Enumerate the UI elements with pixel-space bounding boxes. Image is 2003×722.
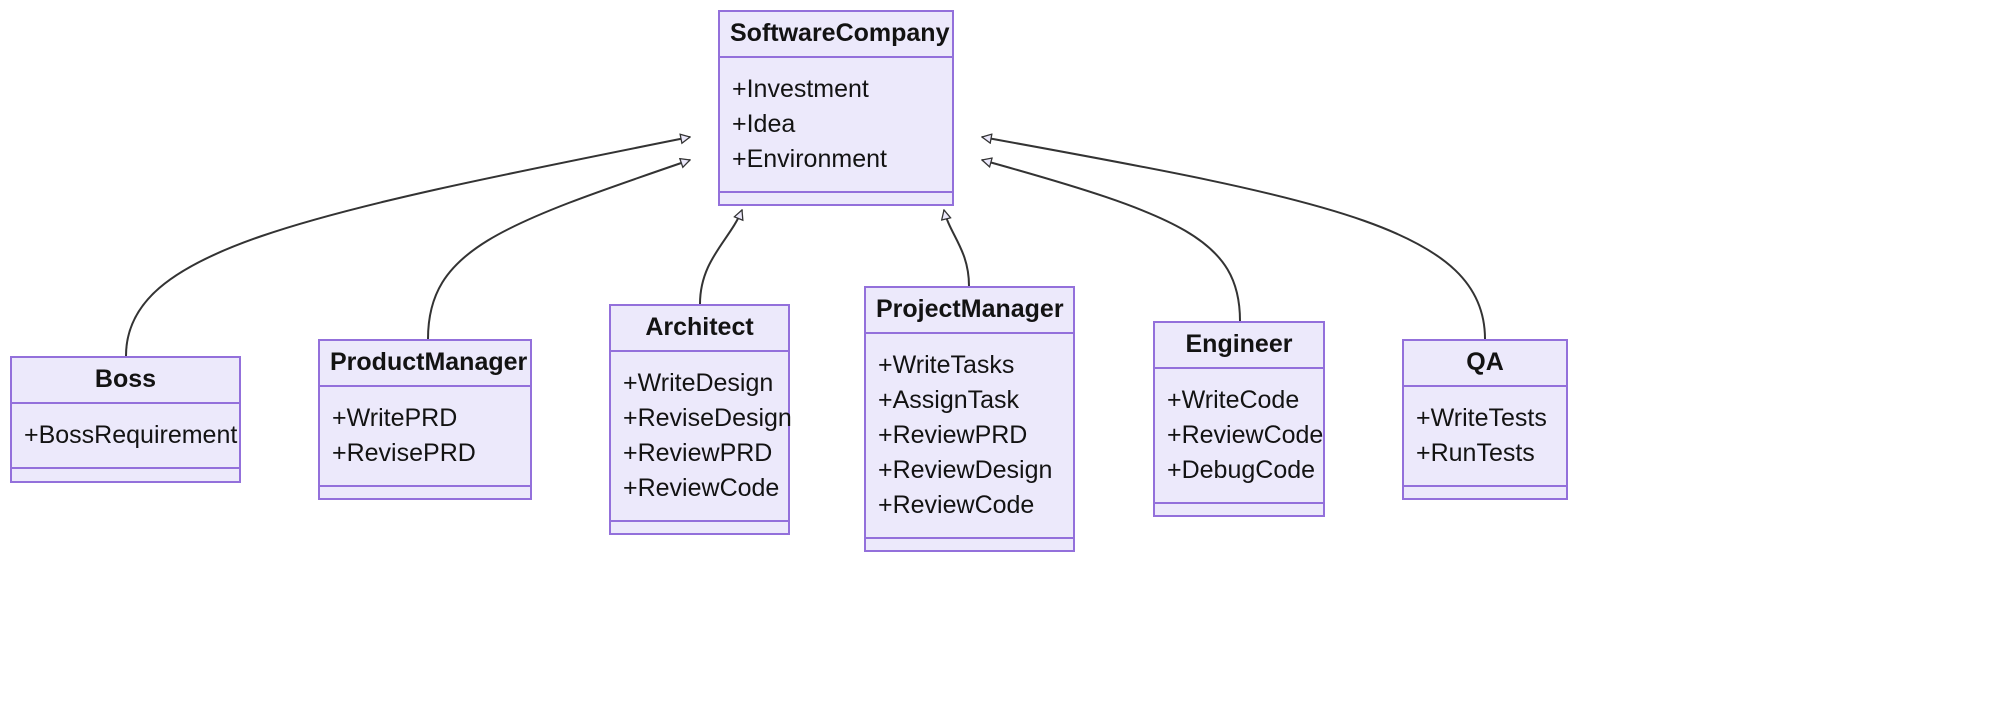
class-methods [611,522,788,540]
class-node-productmanager[interactable]: ProductManager +WritePRD +RevisePRD [318,339,532,500]
class-title: ProjectManager [866,288,1073,334]
inheritance-edge [699,210,742,305]
class-node-softwarecompany[interactable]: SoftwareCompany +Investment +Idea +Envir… [718,10,954,206]
class-methods [866,539,1073,557]
attribute-row: +ReviewPRD [878,421,1028,449]
class-attributes: +BossRequirement [12,404,239,469]
attribute-row: +ReviewDesign [878,456,1053,484]
class-node-boss[interactable]: Boss +BossRequirement [10,356,241,483]
class-methods [12,469,239,487]
class-methods [1155,504,1323,522]
attribute-row: +RevisePRD [332,439,476,467]
class-methods [720,193,952,211]
class-node-architect[interactable]: Architect +WriteDesign +ReviseDesign +Re… [609,304,792,535]
attribute-row: +AssignTask [878,386,1020,414]
attribute-row: +BossRequirement [24,421,238,449]
attribute-row: +Environment [732,145,887,173]
attribute-row: +RunTests [1416,439,1535,467]
attribute-row: +Idea [732,110,796,138]
attribute-row: +WriteDesign [623,369,774,397]
class-attributes: +WritePRD +RevisePRD [320,387,530,487]
attribute-row: +ReviewPRD [623,439,773,467]
class-attributes: +WriteDesign +ReviseDesign +ReviewPRD +R… [611,352,792,522]
attribute-row: +ReviseDesign [623,404,792,432]
class-node-engineer[interactable]: Engineer +WriteCode +ReviewCode +DebugCo… [1153,321,1325,517]
class-attributes: +WriteTasks +AssignTask +ReviewPRD +Revi… [866,334,1073,539]
class-attributes: +Investment +Idea +Environment [720,58,952,193]
class-attributes: +WriteTests +RunTests [1404,387,1566,487]
class-title: Architect [611,306,788,352]
attribute-row: +WriteTests [1416,404,1547,432]
class-methods [1404,487,1566,505]
class-node-projectmanager[interactable]: ProjectManager +WriteTasks +AssignTask +… [864,286,1075,552]
inheritance-edge [125,137,690,357]
class-title: QA [1404,341,1566,387]
class-attributes: +WriteCode +ReviewCode +DebugCode [1155,369,1323,504]
class-title: SoftwareCompany [720,12,952,58]
attribute-row: +Investment [732,75,869,103]
attribute-row: +WriteTasks [878,351,1015,379]
attribute-row: +WriteCode [1167,386,1300,414]
attribute-row: +ReviewCode [1167,421,1324,449]
attribute-row: +DebugCode [1167,456,1316,484]
attribute-row: +ReviewCode [878,491,1035,519]
class-methods [320,487,530,505]
class-node-qa[interactable]: QA +WriteTests +RunTests [1402,339,1568,500]
inheritance-edge [944,210,970,287]
attribute-row: +WritePRD [332,404,458,432]
attribute-row: +ReviewCode [623,474,780,502]
class-title: ProductManager [320,341,530,387]
class-title: Engineer [1155,323,1323,369]
class-title: Boss [12,358,239,404]
